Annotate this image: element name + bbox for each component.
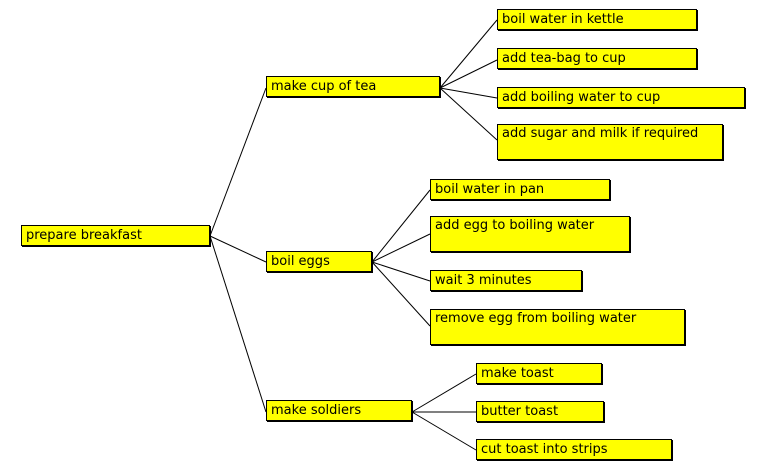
node-label: make cup of tea (271, 79, 377, 94)
node-label: cut toast into strips (481, 442, 608, 457)
node-label: prepare breakfast (26, 228, 142, 243)
node-label: butter toast (481, 404, 559, 419)
node-make-toast: make toast (476, 363, 602, 384)
node-label: wait 3 minutes (435, 273, 532, 288)
connector-eggs-step-2 (371, 233, 431, 263)
node-add-egg-to-boiling-water: add egg to boiling water (430, 216, 630, 252)
connector-root-eggs (209, 235, 267, 263)
node-label: add boiling water to cup (502, 90, 661, 105)
connector-root-tea (209, 87, 267, 237)
node-boil-water-in-kettle: boil water in kettle (497, 9, 697, 30)
connector-tea-step-4 (439, 87, 498, 141)
node-label: boil water in pan (435, 182, 545, 197)
node-label: make soldiers (271, 403, 362, 418)
node-boil-eggs: boil eggs (266, 251, 372, 272)
node-cut-toast-into-strips: cut toast into strips (476, 439, 672, 460)
node-butter-toast: butter toast (476, 401, 604, 422)
node-label: add sugar and milk if required (502, 126, 699, 141)
node-add-tea-bag-to-cup: add tea-bag to cup (497, 48, 697, 69)
node-add-boiling-water-to-cup: add boiling water to cup (497, 87, 745, 108)
node-label: boil eggs (271, 254, 330, 269)
node-label: make toast (481, 366, 554, 381)
connector-tea-step-3 (439, 87, 498, 99)
connector-eggs-step-1 (371, 189, 431, 263)
node-make-cup-of-tea: make cup of tea (266, 76, 440, 97)
connector-soldiers-step-1 (411, 373, 477, 413)
node-boil-water-in-pan: boil water in pan (430, 179, 610, 200)
connector-eggs-step-3 (371, 261, 431, 282)
connector-eggs-step-4 (371, 261, 431, 327)
node-remove-egg-from-boiling-water: remove egg from boiling water (430, 309, 685, 345)
node-label: remove egg from boiling water (435, 311, 637, 326)
connector-soldiers-step-3 (411, 411, 477, 451)
connector-tea-step-2 (439, 59, 498, 89)
node-label: boil water in kettle (502, 12, 624, 27)
connector-root-soldiers (209, 235, 267, 413)
node-make-soldiers: make soldiers (266, 400, 412, 421)
node-add-sugar-and-milk: add sugar and milk if required (497, 124, 723, 160)
node-prepare-breakfast: prepare breakfast (21, 225, 210, 246)
node-label: add tea-bag to cup (502, 51, 626, 66)
node-label: add egg to boiling water (435, 218, 595, 233)
connector-tea-step-1 (439, 19, 498, 89)
node-wait-3-minutes: wait 3 minutes (430, 270, 582, 291)
